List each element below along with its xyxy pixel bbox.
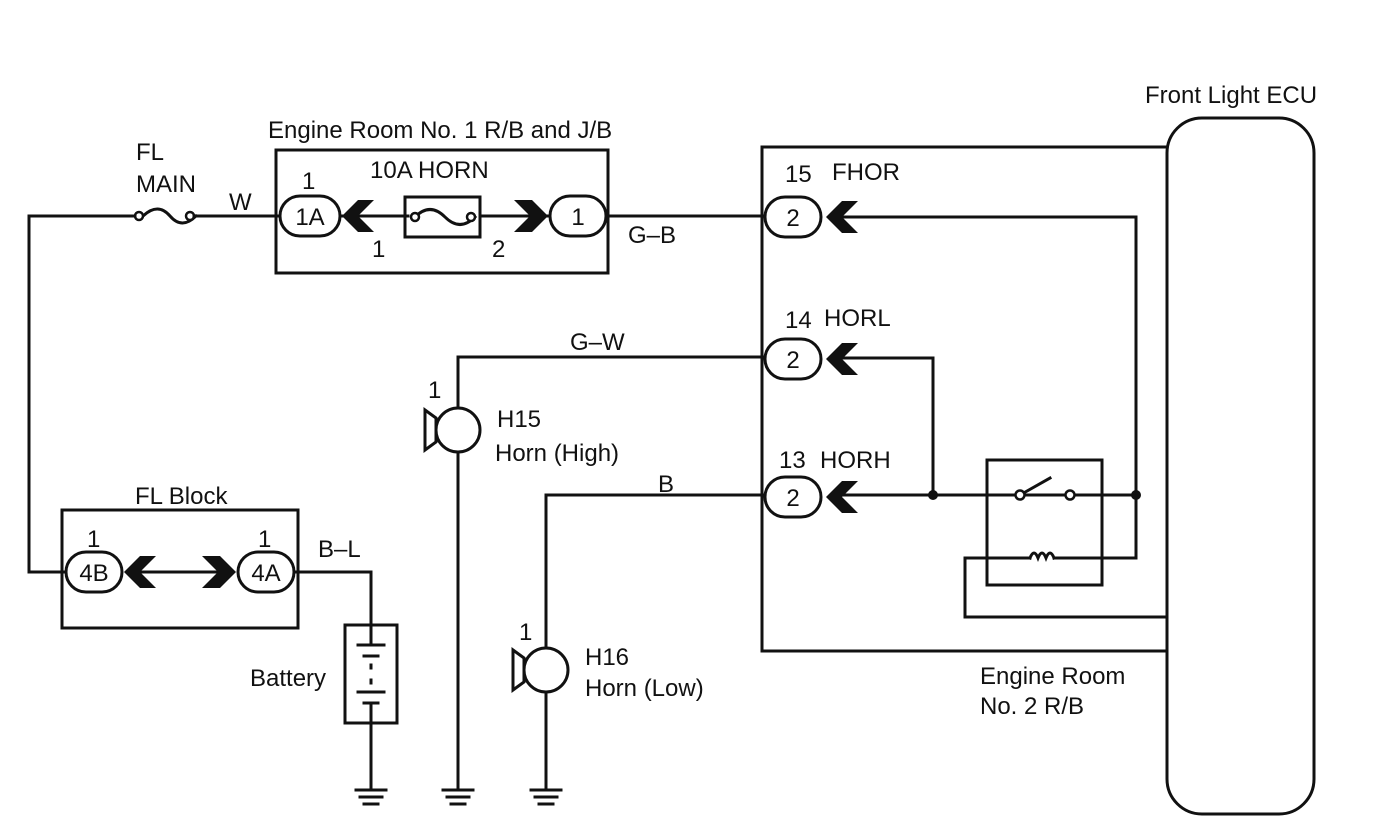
wire-horl-internal xyxy=(840,356,935,497)
connector-horh xyxy=(763,475,823,519)
connector-fhor xyxy=(763,195,823,239)
er2-label-line1: Engine Room xyxy=(980,663,1125,690)
connector-4a-label: 4A xyxy=(251,560,280,587)
connector-horh-label: 2 xyxy=(786,485,799,512)
connector-fhor-label: 2 xyxy=(786,205,799,232)
er1-label: Engine Room No. 1 R/B and J/B xyxy=(268,117,612,144)
fl-block-box xyxy=(60,508,300,630)
fhor-pin: 15 xyxy=(785,161,812,188)
er2-label-line2: No. 2 R/B xyxy=(980,693,1084,720)
connector-horl-label: 2 xyxy=(786,347,799,374)
wire-gb-label: G–B xyxy=(628,222,676,249)
wire-b xyxy=(544,493,767,650)
fuse-element-icon xyxy=(412,208,478,226)
fusible-link-icon xyxy=(140,207,199,225)
fuse-pin-out: 2 xyxy=(492,236,505,263)
horl-name: HORL xyxy=(824,305,891,332)
fuse-label: 10A HORN xyxy=(370,157,489,184)
ecu-box xyxy=(1165,116,1316,816)
horn-high-icon xyxy=(434,406,482,454)
c4a-pin: 1 xyxy=(258,526,271,553)
fuse-pin-in: 1 xyxy=(372,236,385,263)
relay-coil-wire xyxy=(963,556,1032,619)
connector-1a xyxy=(278,194,342,238)
horn-relay xyxy=(985,458,1104,587)
h15-pin: 1 xyxy=(428,377,441,404)
fl-block-label: FL Block xyxy=(135,483,228,510)
connector-1 xyxy=(548,194,608,238)
horn-low-bell-icon xyxy=(511,647,526,693)
wire-bl-label: B–L xyxy=(318,536,361,563)
ground-icon xyxy=(441,788,475,806)
wire-gw xyxy=(456,355,767,410)
connector-1a-arrow-icon xyxy=(342,200,374,232)
ground-icon xyxy=(529,788,563,806)
h16-pin: 1 xyxy=(519,619,532,646)
h15-name: Horn (High) xyxy=(495,440,619,467)
wire-bl xyxy=(292,570,373,627)
connector-1a-label: 1A xyxy=(295,204,324,231)
connector-1-label: 1 xyxy=(571,204,584,231)
wire-gw-label: G–W xyxy=(570,329,625,356)
ground-icon xyxy=(354,788,388,806)
horn-low-icon xyxy=(522,646,570,694)
wire-fhor-internal xyxy=(840,215,1138,497)
er2-box xyxy=(760,145,1169,653)
battery-icon xyxy=(356,623,386,725)
relay-coil-icon xyxy=(1028,551,1056,563)
connector-1-arrow-icon xyxy=(514,200,548,232)
er1-box xyxy=(274,148,610,275)
connector-horh-arrow-icon xyxy=(826,481,858,513)
horl-pin: 14 xyxy=(785,307,812,334)
fl-main-line2: MAIN xyxy=(136,171,196,198)
battery-label: Battery xyxy=(250,665,326,692)
ecu-label: Front Light ECU xyxy=(1145,82,1317,109)
wire-w-label: W xyxy=(229,189,252,216)
fl-main-line1: FL xyxy=(136,139,164,166)
h16-name: Horn (Low) xyxy=(585,675,704,702)
connector-4a-arrow-icon xyxy=(202,556,236,588)
connector-horl xyxy=(763,337,823,381)
connector-4b-label: 4B xyxy=(79,560,108,587)
connector-4b xyxy=(64,550,124,594)
c1a-pin: 1 xyxy=(302,168,315,195)
junction-dot xyxy=(928,490,938,500)
h16-code: H16 xyxy=(585,644,629,671)
wire-b-label: B xyxy=(658,471,674,498)
horh-pin: 13 xyxy=(779,447,806,474)
c4b-pin: 1 xyxy=(87,526,100,553)
relay-coil-wire xyxy=(1052,493,1138,560)
horn-high-bell-icon xyxy=(423,407,438,453)
horh-name: HORH xyxy=(820,447,891,474)
h15-code: H15 xyxy=(497,406,541,433)
fhor-name: FHOR xyxy=(832,159,900,186)
